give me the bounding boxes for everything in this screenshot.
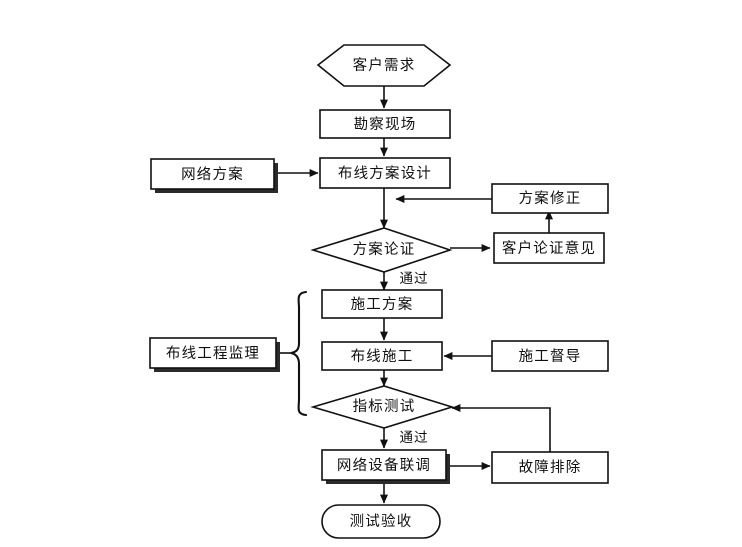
edge-label-pass-review: 通过 [400,271,429,287]
node-cabling-supervision[interactable]: 布线工程监理 [149,337,280,372]
node-plan-review-label: 方案论证 [353,240,416,258]
node-cabling-supervision-label: 布线工程监理 [166,345,260,362]
node-customer-review-opinion[interactable]: 客户论证意见 [493,232,605,264]
edge-label-layer: 通过 通过 [400,271,429,446]
node-test-acceptance-label: 测试验收 [350,513,413,530]
node-customer-demand-label: 客户需求 [353,57,416,74]
node-network-plan-label: 网络方案 [181,165,244,183]
node-site-survey[interactable]: 勘察现场 [319,109,451,139]
node-customer-demand[interactable]: 客户需求 [316,44,452,87]
edge-label-pass-test: 通过 [400,430,429,446]
node-construction-plan-label: 施工方案 [351,295,414,313]
node-plan-review[interactable]: 方案论证 [310,227,453,273]
node-index-test[interactable]: 指标测试 [310,385,455,429]
node-site-survey-label: 勘察现场 [354,115,417,133]
supervision-brace [280,290,308,417]
node-network-plan[interactable]: 网络方案 [150,158,278,193]
node-layer: 客户需求 勘察现场 布线方案设计 网络方案 方案修正 [149,44,609,539]
node-test-acceptance[interactable]: 测试验收 [321,504,441,539]
node-index-test-label: 指标测试 [353,398,416,415]
node-cabling-construction-label: 布线施工 [351,348,414,365]
node-cabling-plan-design[interactable]: 布线方案设计 [319,157,451,189]
node-customer-review-opinion-label: 客户论证意见 [502,239,596,257]
node-troubleshooting[interactable]: 故障排除 [491,451,609,484]
node-network-device-integration-label: 网络设备联调 [337,457,431,474]
edge-layer [276,86,553,504]
node-construction-supervision[interactable]: 施工督导 [491,340,609,372]
node-cabling-plan-design-label: 布线方案设计 [338,164,432,182]
node-construction-plan[interactable]: 施工方案 [321,289,443,319]
edge-troubleshoot-to-index-test [451,404,551,452]
node-troubleshooting-label: 故障排除 [519,458,582,476]
node-cabling-construction[interactable]: 布线施工 [321,341,443,371]
node-network-device-integration[interactable]: 网络设备联调 [321,449,450,484]
node-plan-revision-label: 方案修正 [519,189,582,207]
node-plan-revision[interactable]: 方案修正 [491,183,609,214]
node-construction-supervision-label: 施工督导 [519,348,582,365]
